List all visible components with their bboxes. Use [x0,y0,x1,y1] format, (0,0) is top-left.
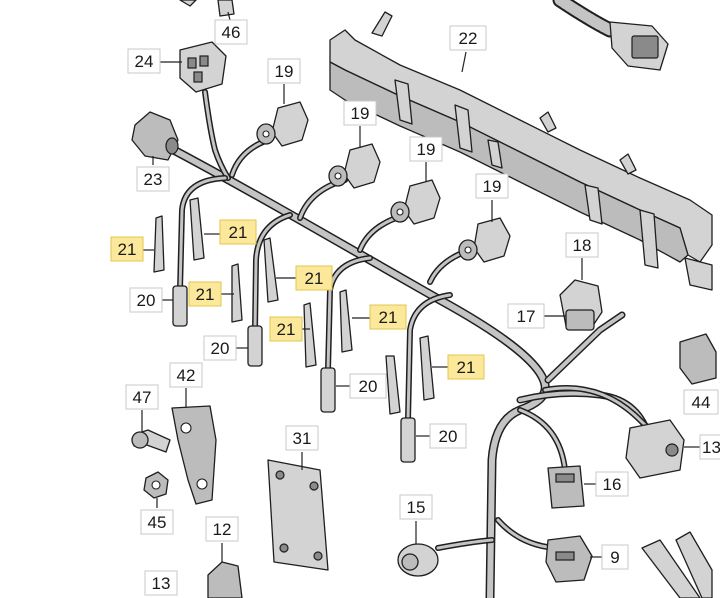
callout-21c: 21 [188,281,222,307]
svg-text:13: 13 [152,574,171,593]
clip-46 [179,0,235,17]
svg-text:19: 19 [275,62,294,81]
callout-20b: 20 [203,335,237,361]
svg-text:21: 21 [118,240,137,259]
svg-text:19: 19 [483,177,502,196]
svg-text:44: 44 [692,393,711,412]
svg-text:18: 18 [573,236,592,255]
svg-text:20: 20 [359,377,378,396]
svg-text:17: 17 [517,307,536,326]
sensor-19b [328,143,381,189]
sensor-19d [458,217,511,263]
connector-44 [679,333,717,385]
callout-15: 15 [399,494,433,520]
svg-text:20: 20 [211,339,230,358]
straps-bottom-right [641,531,713,598]
callout-42: 42 [169,362,203,388]
callout-19d: 19 [475,173,509,199]
svg-text:16: 16 [603,475,622,494]
callout-21a: 21 [110,236,144,262]
callout-16: 16 [595,471,629,497]
callout-21d: 21 [295,265,333,291]
svg-text:9: 9 [610,548,619,567]
callout-17: 17 [507,303,545,329]
callout-13-bottom: 13 [144,570,178,596]
plugs-20 [172,285,416,463]
svg-text:21: 21 [277,320,296,339]
callout-12: 12 [205,516,239,542]
bracket-42 [171,405,217,505]
svg-text:19: 19 [351,104,370,123]
main-harness [165,89,683,598]
svg-text:21: 21 [229,223,248,242]
callout-21f: 21 [369,304,407,330]
callout-21b: 21 [219,219,257,245]
svg-text:23: 23 [144,170,163,189]
connector-24 [179,41,227,93]
callout-19a: 19 [267,58,301,84]
connector-9 [545,535,593,583]
callout-21g: 21 [447,354,485,380]
callout-19b: 19 [343,100,377,126]
callout-18: 18 [565,232,599,258]
sensor-15 [397,543,439,577]
svg-text:20: 20 [137,291,156,310]
svg-text:42: 42 [177,366,196,385]
svg-text:47: 47 [133,388,152,407]
callout-19c: 19 [409,136,443,162]
plate-31 [267,459,329,571]
connector-16 [547,465,585,509]
callout-47: 47 [125,384,159,410]
callout-13-right: 13 [699,434,720,460]
callout-45: 45 [140,509,174,535]
corrugated-cable [552,0,669,71]
svg-text:45: 45 [148,513,167,532]
svg-text:46: 46 [222,23,241,42]
callout-24: 24 [127,48,161,74]
connector-17-18 [559,279,603,331]
connector-12 [207,561,243,598]
callout-22: 22 [449,25,487,51]
connector-23 [131,111,179,161]
callout-46: 46 [214,19,248,45]
svg-text:24: 24 [135,52,154,71]
svg-text:31: 31 [293,429,312,448]
callout-20d: 20 [429,423,467,449]
svg-text:13: 13 [702,438,720,457]
sensor-19a [256,101,309,147]
svg-text:21: 21 [305,269,324,288]
leader-lines [141,11,700,562]
callout-23: 23 [136,166,170,192]
svg-text:12: 12 [213,520,232,539]
svg-text:19: 19 [417,140,436,159]
callout-9: 9 [601,544,629,570]
svg-text:22: 22 [459,29,478,48]
callout-20c: 20 [349,373,387,399]
callout-21e: 21 [269,316,303,342]
bolt-47 [131,429,171,453]
connector-13-right [625,419,685,479]
sensor-19c [390,179,441,225]
callout-31: 31 [285,425,319,451]
nut-45 [143,471,169,499]
callout-44: 44 [683,389,719,415]
svg-text:20: 20 [439,427,458,446]
mounting-rail [329,11,713,291]
pins-21 [153,197,435,415]
svg-text:15: 15 [407,498,426,517]
svg-text:21: 21 [196,285,215,304]
callout-20a: 20 [129,287,163,313]
svg-text:21: 21 [379,308,398,327]
svg-text:21: 21 [457,358,476,377]
